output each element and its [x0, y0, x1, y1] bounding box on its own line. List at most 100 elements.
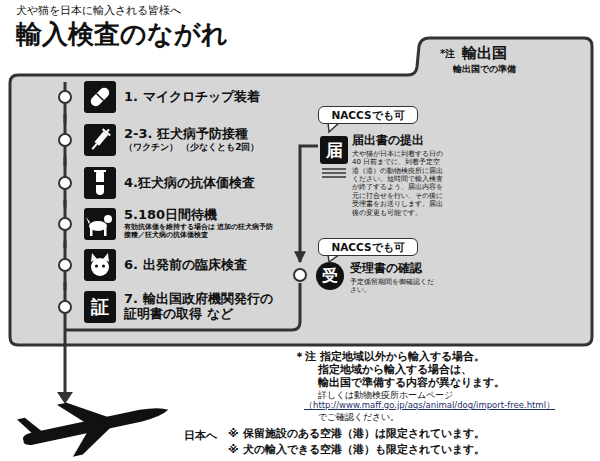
step-icons-part-part — [104, 215, 112, 223]
flow-dot — [58, 176, 72, 190]
step-icons-part — [84, 291, 116, 323]
panel-heading: 輸出国 — [462, 44, 507, 63]
icon-space — [84, 208, 116, 240]
flow-connector — [300, 146, 318, 262]
step-icons-part-part — [103, 129, 111, 135]
flow-connector — [64, 114, 67, 123]
process-step: 6. 出発前の臨床検査 — [56, 248, 284, 282]
step-icons-part — [88, 126, 112, 152]
node-heading: 1. マイクロチップ装着 — [124, 90, 274, 105]
panel-subheading: 輸出国での準備 — [453, 63, 516, 76]
flow-rail-part — [65, 283, 300, 330]
step-text: 1. マイクロチップ装着 — [124, 90, 274, 105]
icon-space — [84, 81, 116, 113]
step-icons-part — [96, 170, 104, 195]
icon-glyph: 証 — [84, 291, 116, 323]
step-icons-part — [84, 81, 116, 113]
step-icons-part — [89, 86, 112, 109]
doc-text: 受理書の確認予定係留期間を御確認ください。 — [350, 262, 440, 295]
process-step: 5.180日間待機有効抗体価を維持する場合は 追加の狂犬病予防接種／狂犬病の抗体… — [56, 207, 284, 241]
step-icons-part — [102, 264, 105, 267]
step-icons-part-part — [94, 131, 108, 146]
node-heading: 届出書の提出 — [352, 134, 443, 148]
flow-connector — [64, 200, 67, 207]
flow-dot — [58, 217, 72, 231]
document-icons-part — [316, 262, 344, 290]
note-mark: *注 — [440, 47, 455, 61]
icon-glyph: 受 — [316, 262, 344, 290]
process-step: 4.狂犬病の抗体価検査 — [56, 166, 284, 200]
process-step: 1. マイクロチップ装着 — [56, 80, 284, 114]
document-icons-part — [322, 169, 346, 177]
airport-note: ※ 犬の輸入できる空港（港）も限定されています。 — [228, 442, 485, 457]
node-heading: 5.180日間待機 — [124, 208, 274, 223]
step-icons-part — [94, 170, 106, 172]
document-icons-part — [320, 136, 348, 164]
step-icons-part — [96, 182, 104, 185]
step-icons-part — [91, 253, 109, 276]
icon-glyph: 届 — [320, 136, 348, 164]
step-text: 5.180日間待機有効抗体価を維持する場合は 追加の狂犬病予防接種／狂犬病の抗体… — [124, 208, 274, 240]
node-body: 予定係留期間を御確認ください。 — [350, 278, 440, 295]
node-body: 犬や猫が日本に到着する日の40 日前までに、到着予定空港（港）の動物検疫所に届出… — [352, 150, 443, 217]
callout-bubble: NACCSでも可 — [318, 238, 418, 256]
step-icons-part-part — [91, 253, 97, 262]
flow-rail-part — [64, 82, 67, 392]
url-text: （http://www.maff.go.jp/aqs/animal/dog/im… — [304, 400, 555, 412]
flow-dot — [293, 268, 307, 282]
flow-connector — [64, 157, 67, 166]
airplane — [16, 382, 174, 461]
flow-dot — [58, 300, 72, 314]
airport-note: ※ 保留施設のある空港（港）は限定されています。 — [228, 426, 485, 441]
node-body: （ワクチン） （少なくとも2回） — [124, 142, 274, 153]
step-icons-part-part — [91, 258, 109, 276]
step-icons-part-part — [89, 86, 112, 109]
step-icons-part-part — [86, 217, 90, 224]
note-text: ＊注 指定地域以外から輸入する場合。 — [294, 349, 485, 364]
flow-dot — [58, 133, 72, 147]
node-heading: 2-3. 狂犬病予防接種 — [124, 127, 274, 142]
process-step: 2-3. 狂犬病予防接種（ワクチン） （少なくとも2回） — [56, 123, 284, 157]
process-step: 7. 輸出国政府機関発行の 証明書の取得 など — [56, 290, 284, 324]
note-text: でご確認ください。 — [318, 411, 399, 424]
callout-bubble: NACCSでも可 — [318, 106, 418, 124]
step-icons — [84, 81, 116, 323]
step-text: 2-3. 狂犬病予防接種（ワクチン） （少なくとも2回） — [124, 127, 274, 153]
document-icons-part-part — [322, 172, 346, 174]
document-box: 受理書の確認予定係留期間を御確認ください。 — [292, 262, 442, 295]
note-text: 指定地域から輸入する場合は、 — [318, 362, 472, 377]
step-icons-part-part — [106, 129, 109, 132]
node-body: 有効抗体価を維持する場合は 追加の狂犬病予防接種／狂犬病の抗体価検査 — [124, 223, 274, 240]
step-text: 6. 出発前の臨床検査 — [124, 258, 274, 273]
document-icons-part-part — [322, 176, 346, 178]
step-icons-part — [84, 249, 116, 281]
export-panel-outline — [10, 38, 592, 345]
node-heading: 受理書の確認 — [350, 262, 440, 276]
node-heading: 7. 輸出国政府機関発行の 証明書の取得 など — [124, 292, 274, 322]
node-heading: NACCSでも可 — [325, 109, 411, 121]
step-icons-part-part — [90, 228, 93, 236]
node-heading: 4.狂犬病の抗体価検査 — [124, 176, 274, 191]
flow-connector — [64, 282, 67, 290]
step-icons-part — [84, 124, 116, 156]
icon-space — [84, 124, 116, 156]
step-icons-part — [95, 264, 98, 267]
step-text: 7. 輸出国政府機関発行の 証明書の取得 など — [124, 292, 274, 322]
airplane-part — [57, 394, 111, 428]
icon-space — [84, 249, 116, 281]
title: 輸入検査のながれ — [16, 17, 228, 52]
node-heading: 6. 出発前の臨床検査 — [124, 258, 274, 273]
step-icons-part — [84, 208, 116, 240]
airplane-part — [68, 426, 117, 457]
step-icons-part-part — [92, 144, 96, 149]
down-arrowhead — [57, 392, 73, 404]
flow-connector — [64, 241, 67, 248]
step-icons-part — [86, 215, 112, 236]
destination-label: 日本へ — [184, 428, 217, 443]
airplane-part — [17, 415, 42, 436]
step-icons-part-part — [103, 253, 109, 262]
document-icons — [316, 136, 348, 290]
step-text: 4.狂犬病の抗体価検査 — [124, 176, 274, 191]
icon-space — [84, 167, 116, 199]
header-note: 犬や猫を日本に輸入される皆様へ — [16, 3, 181, 18]
